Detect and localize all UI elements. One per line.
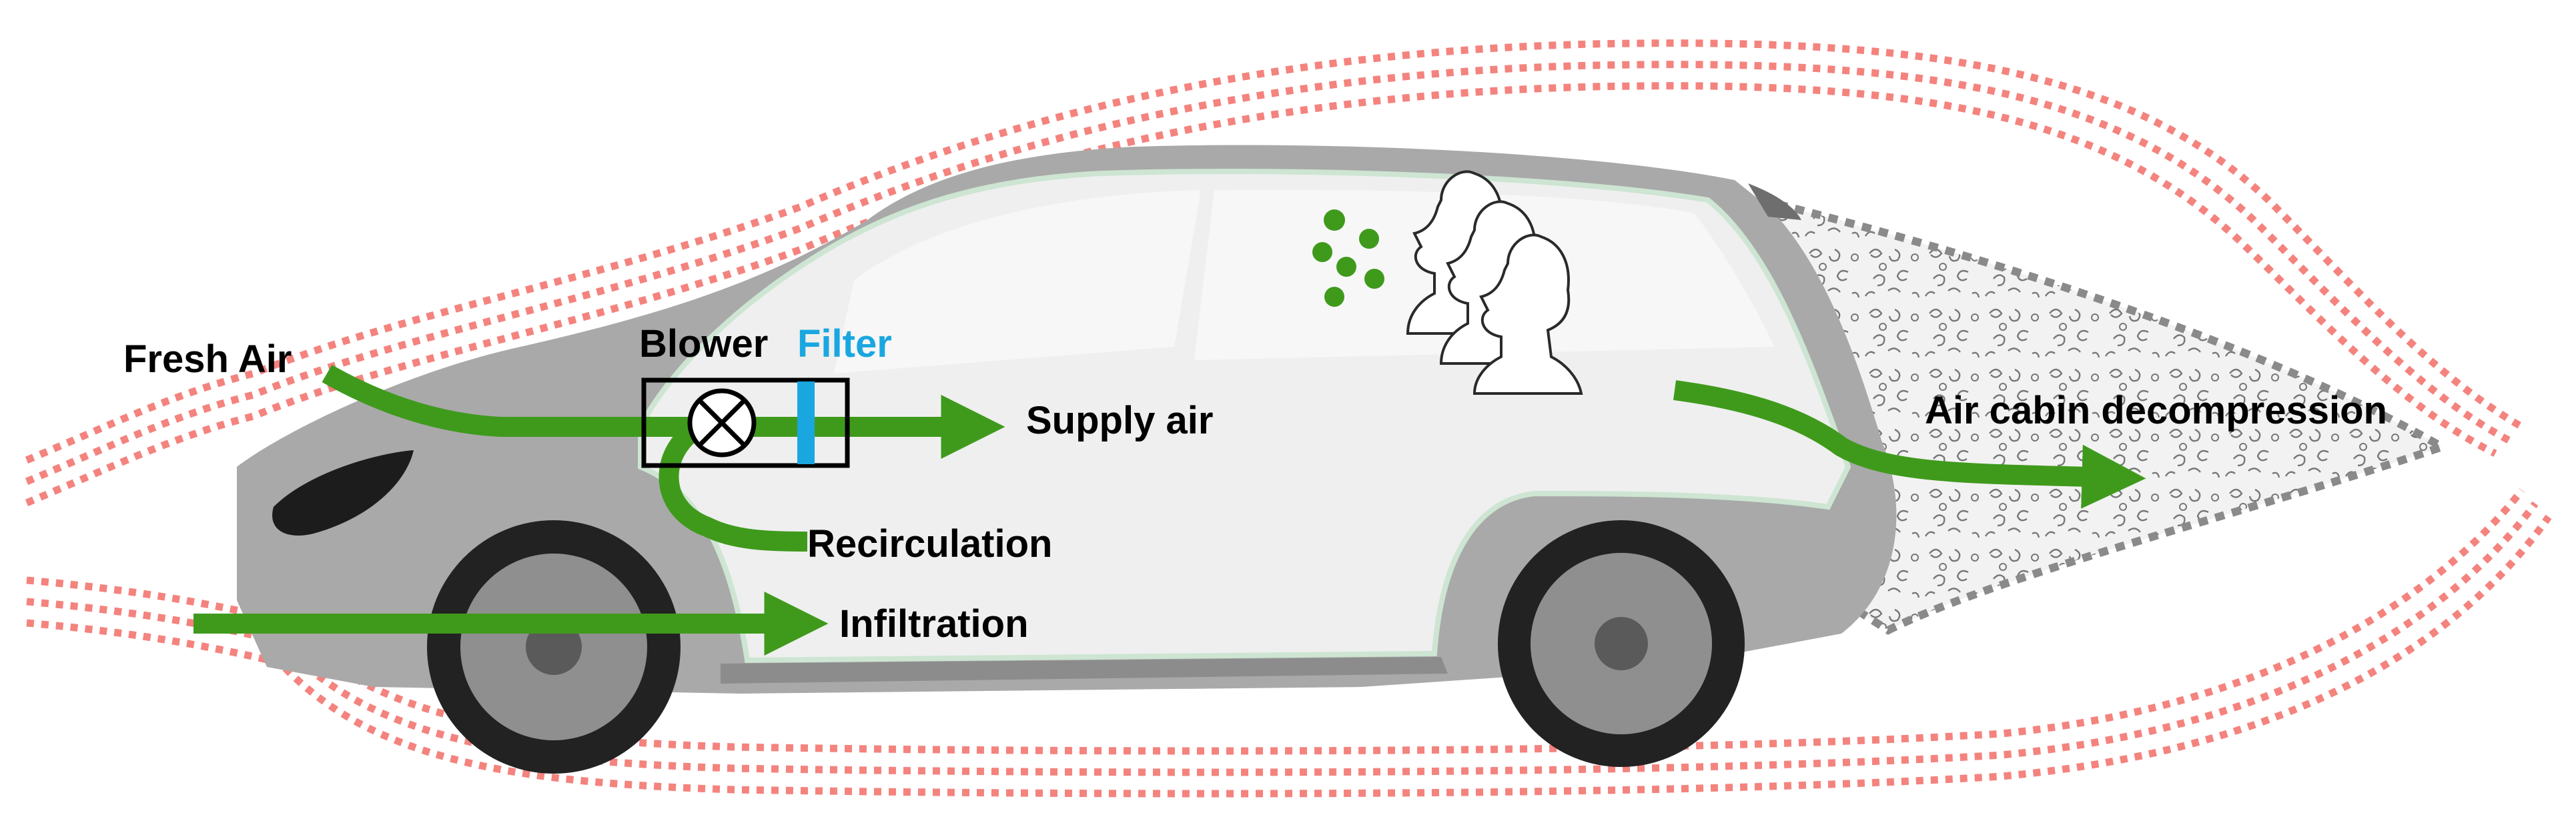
supply-air-label: Supply air [1026, 399, 1213, 442]
recirculation-arrow [659, 418, 808, 552]
head-silhouette-icon [1472, 233, 1583, 395]
front-wheel [427, 520, 681, 774]
flow-arrows [193, 364, 2146, 656]
rear-wheel [1498, 520, 1745, 767]
airflow-streamline-bottom-3 [26, 514, 2552, 798]
aerosol-particles [1312, 209, 1384, 307]
rear-light [1748, 183, 1801, 220]
fresh-air-label: Fresh Air [123, 337, 292, 381]
headlight [272, 450, 414, 536]
blower-filter-unit [641, 377, 850, 468]
airflow-streamlines [25, 39, 2552, 798]
recirculation-label: Recirculation [807, 522, 1052, 566]
turbulent-wake-icon [1756, 194, 2452, 635]
hvac-box [641, 377, 850, 468]
cabin-decompression-arrow [1673, 380, 2146, 509]
fresh-air-arrow [322, 364, 1005, 460]
filter-element [797, 381, 815, 464]
infiltration-label: Infiltration [839, 602, 1029, 646]
blower-label: Blower [639, 322, 768, 365]
airflow-streamline-top-2 [25, 61, 2511, 486]
circle-x-icon [687, 388, 757, 458]
airflow-streamline-bottom-2 [26, 501, 2539, 776]
filter-label: Filter [797, 322, 892, 365]
airflow-streamline-bottom-1 [26, 488, 2525, 755]
air-cabin-decompression-label: Air cabin decompression [1925, 389, 2387, 432]
occupants [1406, 170, 1583, 395]
window-highlight [834, 190, 1201, 373]
car-sill [721, 657, 1448, 684]
airflow-streamline-top-1 [25, 39, 2524, 464]
airflow-streamline-top-3 [25, 82, 2497, 507]
